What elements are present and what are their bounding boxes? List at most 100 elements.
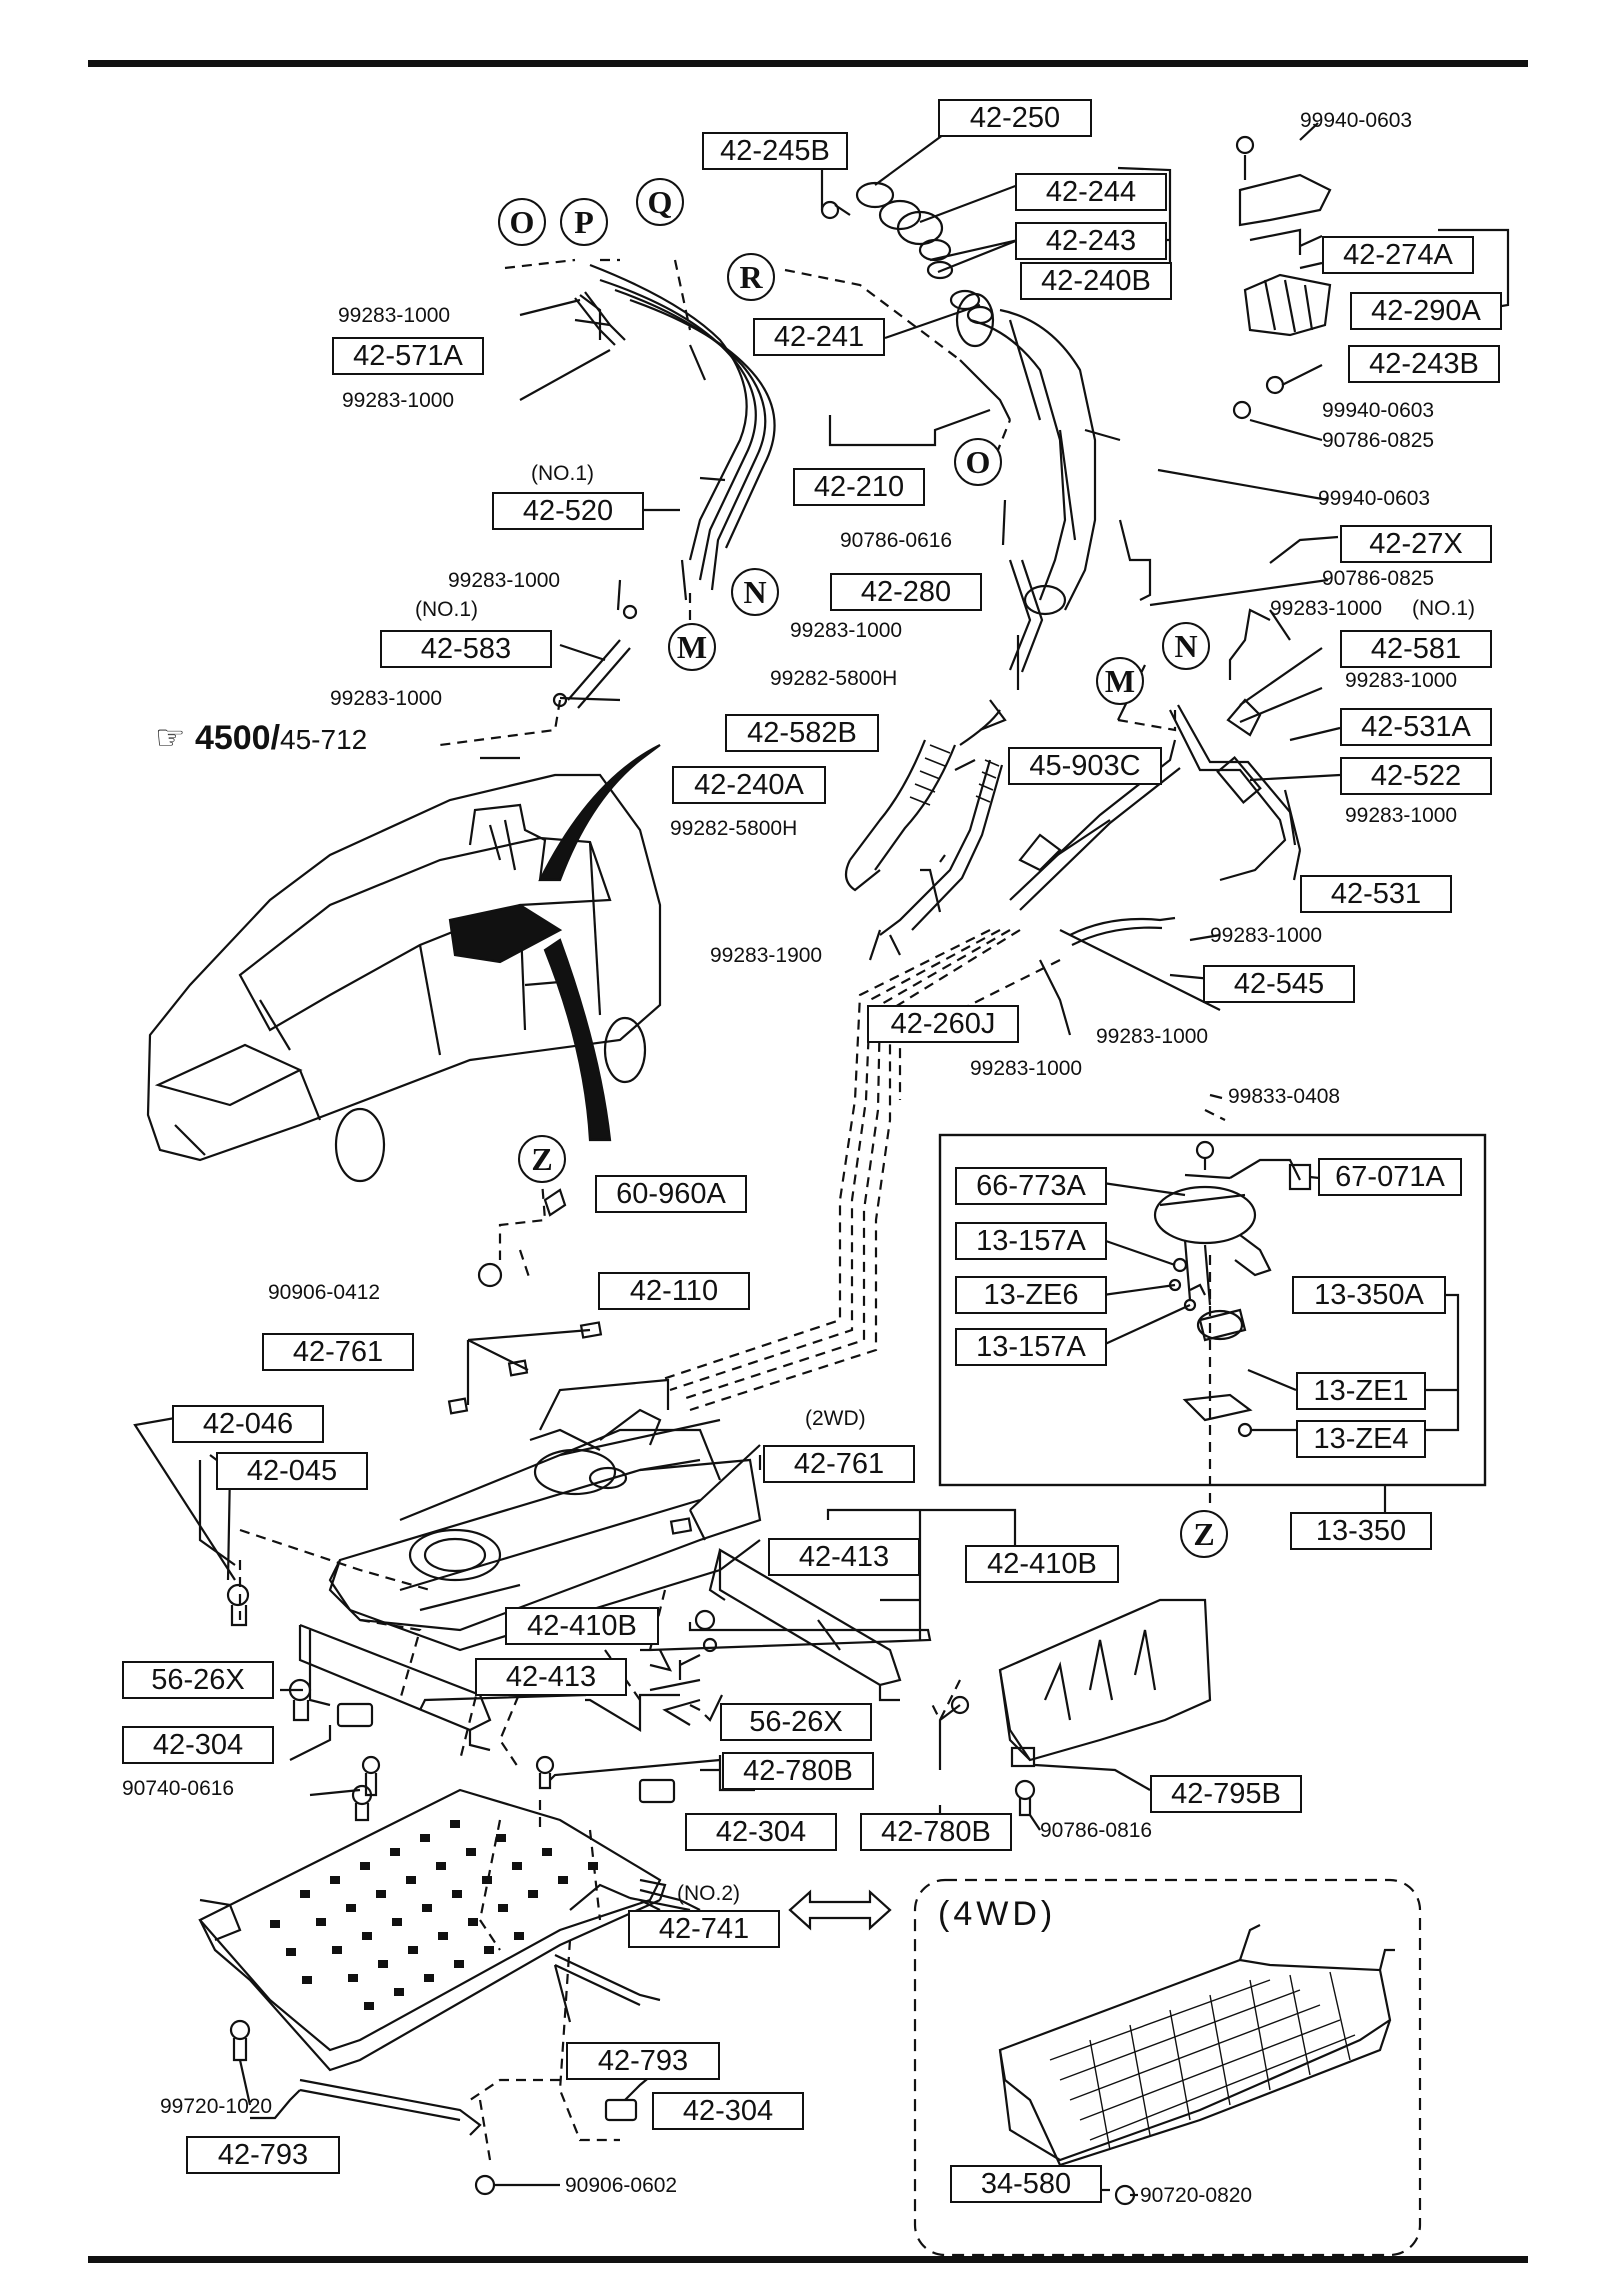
part-box-42-304-left: 42-304 — [122, 1726, 274, 1764]
part-box-42-761-2wd: 42-761 — [763, 1445, 915, 1483]
part-box-13-ze6: 13-ZE6 — [955, 1276, 1107, 1314]
label-99283-1000-no1: 99283-1000 — [1270, 597, 1383, 620]
label-90786-0825-mid: 90786-0825 — [1322, 567, 1435, 590]
part-box-42-210: 42-210 — [793, 468, 925, 506]
label-99283-1000-4: 99283-1000 — [790, 619, 903, 642]
part-box-42-241: 42-241 — [753, 318, 885, 356]
part-box-42-741: 42-741 — [628, 1910, 780, 1948]
part-box-42-290a: 42-290A — [1350, 292, 1502, 330]
part-box-13-ze4: 13-ZE4 — [1296, 1420, 1426, 1458]
note-4wd: (4WD) — [938, 1895, 1057, 1933]
part-box-42-571a: 42-571A — [332, 337, 484, 375]
part-box-42-531a: 42-531A — [1340, 708, 1492, 746]
note-no2: (NO.2) — [677, 1882, 740, 1905]
part-box-42-260j: 42-260J — [867, 1005, 1019, 1043]
part-box-42-582b: 42-582B — [725, 714, 879, 752]
circle-marker-z2: Z — [1180, 1510, 1228, 1558]
part-box-66-773a: 66-773A — [955, 1167, 1107, 1205]
part-box-42-522: 42-522 — [1340, 757, 1492, 795]
circle-marker-q: Q — [636, 178, 684, 226]
label-99940-0603-mid: 99940-0603 — [1322, 399, 1435, 422]
part-box-42-793-lower: 42-793 — [186, 2136, 340, 2174]
circle-marker-r: R — [727, 253, 775, 301]
cross-reference-sub: 45-712 — [280, 724, 368, 755]
label-99282-5800h-lower: 99282-5800H — [670, 817, 798, 840]
note-no1-a: (NO.1) — [531, 462, 594, 485]
part-box-13-350a: 13-350A — [1292, 1276, 1446, 1314]
part-box-42-583: 42-583 — [380, 630, 552, 668]
circle-marker-p: P — [560, 198, 608, 246]
label-99940-0603-lower: 99940-0603 — [1318, 487, 1431, 510]
part-box-42-304-lower: 42-304 — [652, 2092, 804, 2130]
part-box-42-280: 42-280 — [830, 573, 982, 611]
label-90786-0816: 90786-0816 — [1040, 1819, 1153, 1842]
part-box-42-243b: 42-243B — [1348, 345, 1500, 383]
note-no1-b: (NO.1) — [415, 598, 478, 621]
part-box-45-903c: 45-903C — [1008, 747, 1162, 785]
circle-marker-m: M — [668, 623, 716, 671]
part-box-13-157a-upper: 13-157A — [955, 1222, 1107, 1260]
label-99282-5800h-upper: 99282-5800H — [770, 667, 898, 690]
part-box-42-780b-lower: 42-780B — [860, 1813, 1012, 1851]
part-box-60-960a: 60-960A — [595, 1175, 747, 1213]
part-box-42-520: 42-520 — [492, 492, 644, 530]
label-99940-0603-top: 99940-0603 — [1300, 109, 1413, 132]
label-99283-1000-3: 99283-1000 — [448, 569, 561, 592]
part-box-42-793-middle: 42-793 — [566, 2042, 720, 2080]
part-box-42-780b-upper: 42-780B — [722, 1752, 874, 1790]
vehicle-illustration — [146, 773, 662, 1183]
label-99283-1000-6: 99283-1000 — [330, 687, 443, 710]
label-90906-0412: 90906-0412 — [268, 1281, 381, 1304]
part-box-42-245b: 42-245B — [702, 132, 848, 170]
label-99720-1020: 99720-1020 — [160, 2095, 273, 2118]
label-90786-0616: 90786-0616 — [840, 529, 953, 552]
circle-marker-o: O — [498, 198, 546, 246]
pointing-hand-icon: ☞ — [155, 719, 186, 757]
label-99283-1000-7: 99283-1000 — [1345, 804, 1458, 827]
part-box-42-045: 42-045 — [216, 1452, 368, 1490]
label-99283-1000-9: 99283-1000 — [1096, 1025, 1209, 1048]
circle-marker-n2: N — [1162, 622, 1210, 670]
part-box-34-580: 34-580 — [950, 2165, 1102, 2203]
circle-marker-o2: O — [954, 438, 1002, 486]
part-box-42-274a: 42-274A — [1322, 236, 1474, 274]
part-box-13-ze1: 13-ZE1 — [1296, 1372, 1426, 1410]
label-99283-1000-10: 99283-1000 — [970, 1057, 1083, 1080]
note-no1-c: (NO.1) — [1412, 597, 1475, 620]
part-box-42-761-upper: 42-761 — [262, 1333, 414, 1371]
part-box-42-410b-right: 42-410B — [965, 1545, 1119, 1583]
label-99283-1000-2: 99283-1000 — [342, 389, 455, 412]
part-box-56-26x-right: 56-26X — [720, 1703, 872, 1741]
part-box-42-581: 42-581 — [1340, 630, 1492, 668]
part-box-13-157a-lower: 13-157A — [955, 1328, 1107, 1366]
cross-reference: ☞ 4500/45-712 — [155, 718, 367, 758]
circle-marker-m2: M — [1096, 657, 1144, 705]
label-90740-0616: 90740-0616 — [122, 1777, 235, 1800]
part-box-42-545: 42-545 — [1203, 965, 1355, 1003]
part-box-42-240b: 42-240B — [1020, 262, 1172, 300]
part-box-42-243: 42-243 — [1015, 222, 1167, 260]
bottom-rule — [88, 2256, 1528, 2263]
part-box-13-350: 13-350 — [1290, 1512, 1432, 1550]
circle-marker-n: N — [731, 568, 779, 616]
label-90720-0820: 90720-0820 — [1140, 2184, 1253, 2207]
label-99283-1900: 99283-1900 — [710, 944, 823, 967]
note-2wd: (2WD) — [805, 1407, 866, 1430]
label-90786-0825-top: 90786-0825 — [1322, 429, 1435, 452]
label-99283-1000-5: 99283-1000 — [1345, 669, 1458, 692]
part-box-42-795b: 42-795B — [1150, 1775, 1302, 1813]
part-box-42-240a: 42-240A — [672, 766, 826, 804]
label-99833-0408: 99833-0408 — [1228, 1085, 1341, 1108]
label-99283-1000-8: 99283-1000 — [1210, 924, 1323, 947]
part-box-42-27x: 42-27X — [1340, 525, 1492, 563]
part-box-42-046: 42-046 — [172, 1405, 324, 1443]
top-rule — [88, 60, 1528, 67]
label-99283-1000-1: 99283-1000 — [338, 304, 451, 327]
part-box-42-244: 42-244 — [1015, 173, 1167, 211]
part-box-42-110: 42-110 — [598, 1272, 750, 1310]
part-box-42-304-middle: 42-304 — [685, 1813, 837, 1851]
part-box-42-250: 42-250 — [938, 99, 1092, 137]
part-box-56-26x-left: 56-26X — [122, 1661, 274, 1699]
